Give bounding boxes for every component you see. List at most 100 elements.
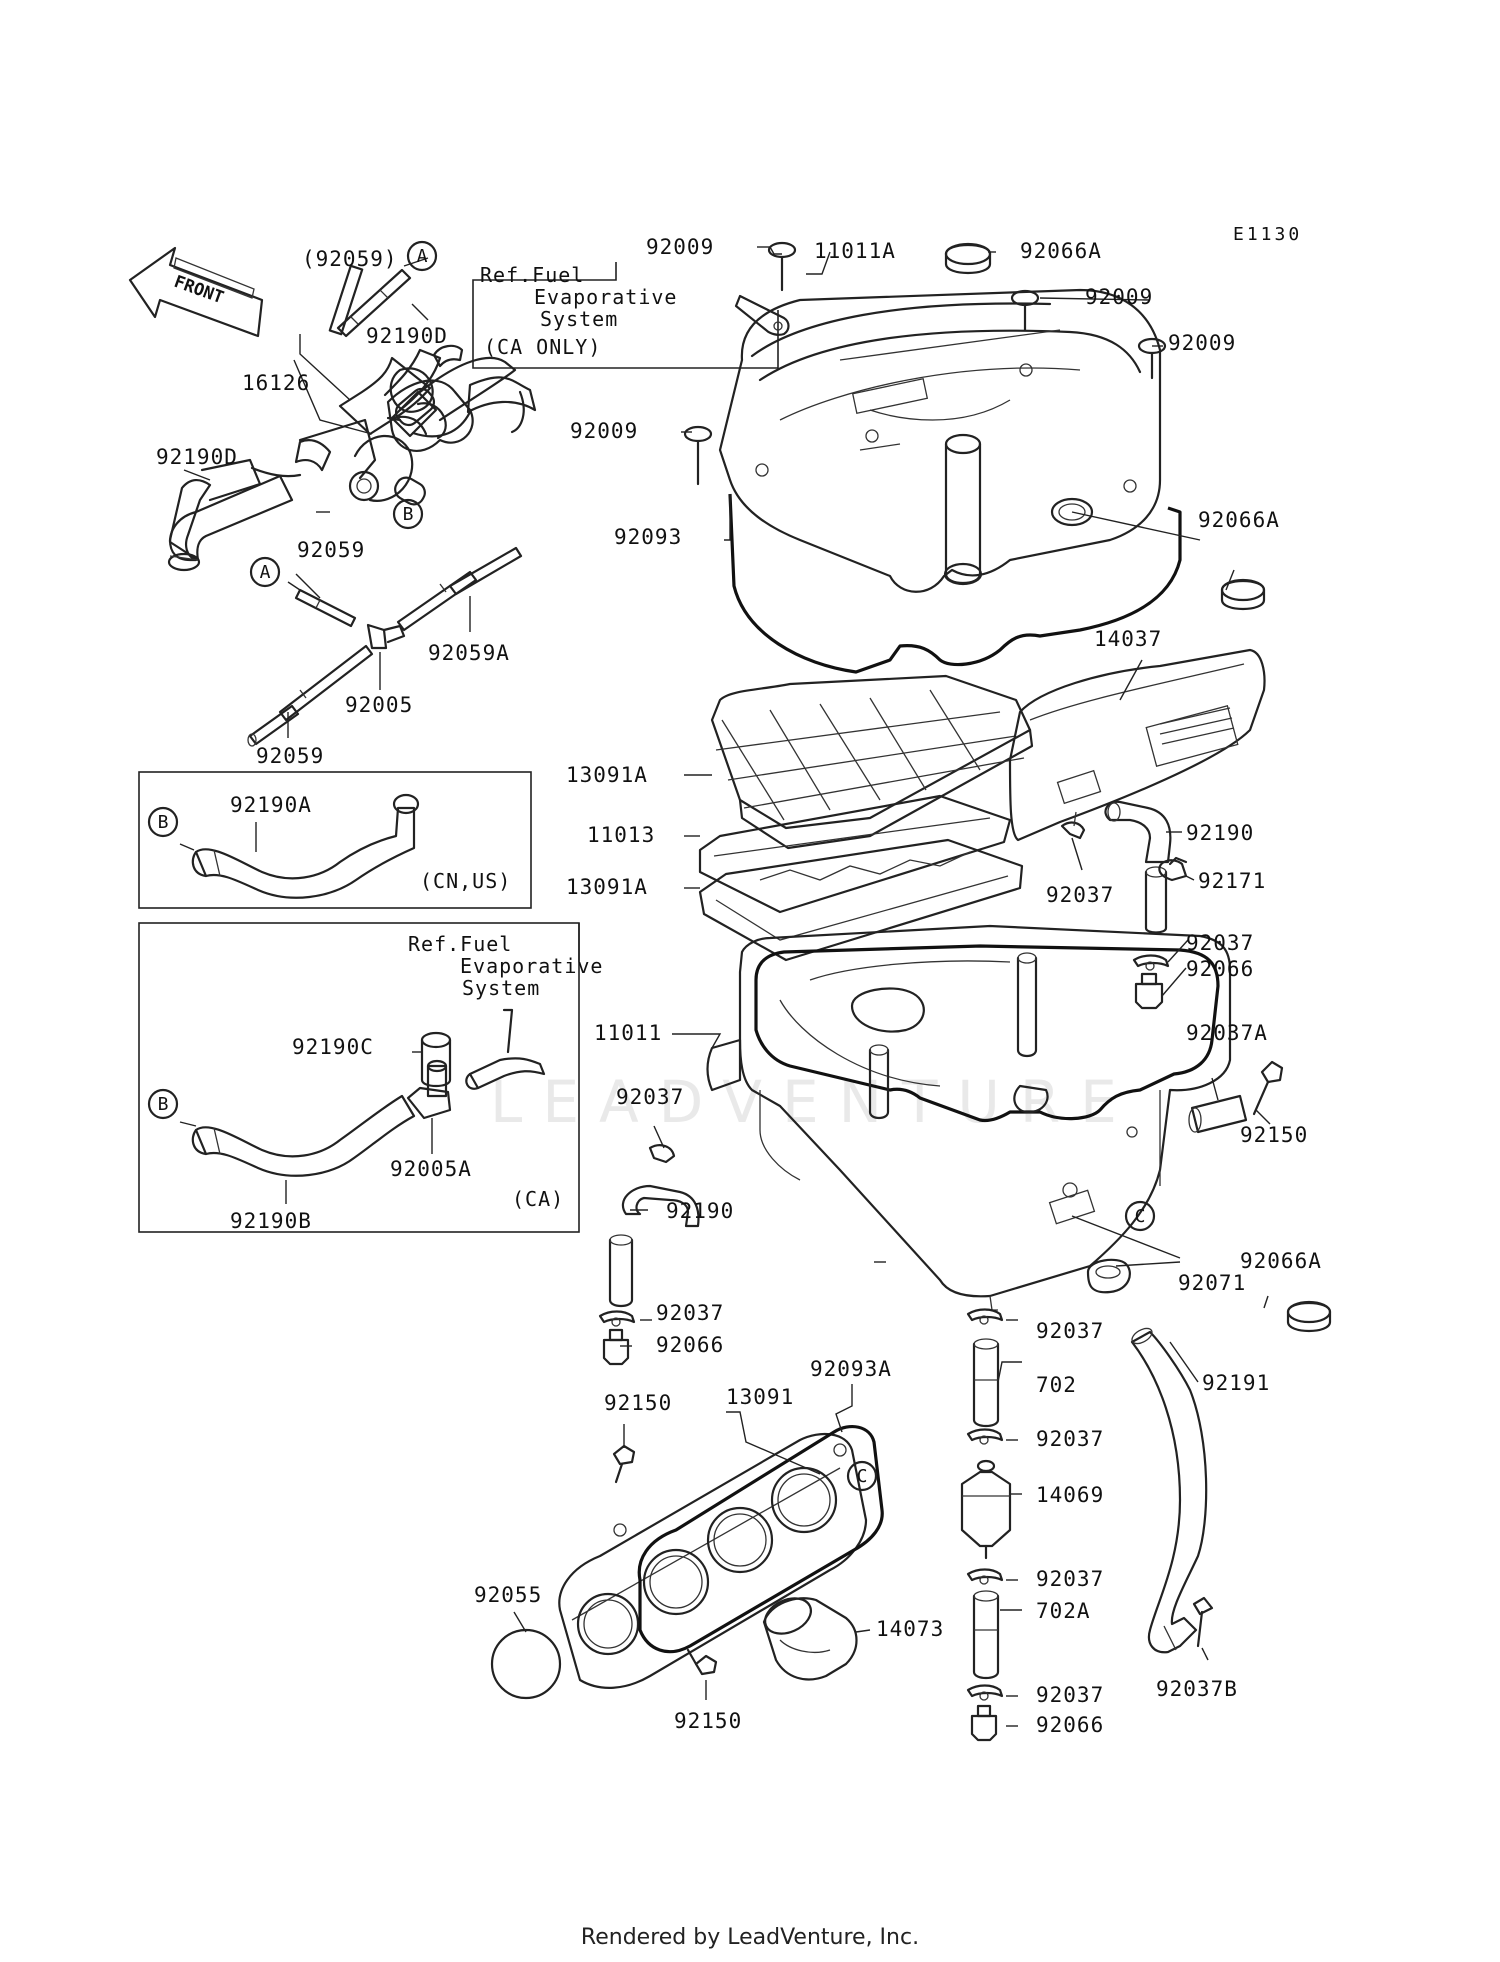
cn-us-option-box [138,771,532,909]
callout-92037: 92037 [1036,1567,1104,1591]
hose-92190d-lower [167,474,294,572]
bolt-92150-lower-b [686,1648,718,1676]
svg-text:B: B [158,1094,169,1115]
air-box-cover-11011a [718,288,1162,593]
screw-92009-right-b [1137,337,1167,380]
callout-92093: 92093 [614,525,682,549]
clamp-92037-c1 [966,1308,1004,1325]
duct-cover-14037 [1008,648,1266,842]
hose-92037a [1188,1094,1248,1134]
callout-92059a: 92059A [428,641,510,665]
callout-92037: 92037 [1046,883,1114,907]
callout-92059-paren: (92059) [302,247,398,271]
marker-b-ca: B [147,1088,179,1120]
svg-text:B: B [158,812,169,833]
callout-16126: 16126 [242,371,310,395]
clip-92037-top-right [1060,811,1086,840]
hose-92190-lower-left [608,1184,700,1308]
callout-92009: 92009 [1085,285,1153,309]
marker-c-airbox: C [1124,1200,1156,1232]
callout-92037: 92037 [616,1085,684,1109]
screw-92009-right-a [1010,289,1040,332]
ca-only-note-box [472,262,779,369]
drain-hose-92191 [1130,1327,1208,1654]
callout-92037: 92037 [1186,931,1254,955]
clip-92037b [1192,1596,1214,1648]
callout-92037: 92037 [656,1301,724,1325]
callout-92059: 92059 [256,744,324,768]
cover-gasket-92093 [728,493,1182,674]
callout-92066: 92066 [1186,957,1254,981]
callout-92037: 92037 [1036,1683,1104,1707]
callout-92037: 92037 [1036,1427,1104,1451]
fitting-92066-l [602,1328,630,1366]
plug-92066a-top [944,242,992,274]
callout-92005a: 92005A [390,1157,472,1181]
svg-text:Evaporative: Evaporative [460,954,603,978]
marker-c-plate: C [846,1460,878,1492]
seal-92055 [490,1628,562,1700]
plate-gasket-92093a [637,1424,884,1654]
callout-92093a: 92093A [810,1357,892,1381]
svg-text:System: System [540,307,618,331]
callout-13091a: 13091A [566,875,648,899]
fitting-92066-r1 [1134,972,1164,1010]
fitting-92066-c [970,1704,998,1742]
clamp-92037-r1 [1132,954,1170,971]
callout-92191: 92191 [1202,1371,1270,1395]
tube-702a [972,1590,1000,1680]
callout-92009: 92009 [570,419,638,443]
air-box-11011 [706,924,1232,1311]
note-ca: (CA) [512,1187,564,1211]
callout-92066a: 92066A [1198,508,1280,532]
svg-text:Evaporative: Evaporative [534,285,677,309]
callout-92037b: 92037B [1156,1677,1238,1701]
fitting-92005a [406,1059,452,1120]
plug-92066a-lower-right [1286,1300,1332,1332]
watermark: LEADVENTURE [490,1068,1137,1136]
callout-92066: 92066 [656,1333,724,1357]
callout-92037: 92037 [1036,1319,1104,1343]
svg-text:System: System [462,976,540,1000]
footer-credit: Rendered by LeadVenture, Inc. [580,1925,920,1950]
screw-92009-top [767,241,797,292]
callout-92150: 92150 [1240,1123,1308,1147]
grommet-92071 [1086,1258,1131,1294]
callout-92009: 92009 [646,235,714,259]
clamp-92037-c3 [966,1568,1004,1585]
note-ca-only: Ref.Fuel Evaporative System (CA ONLY) [480,263,677,359]
callout-92009: 92009 [1168,331,1236,355]
callout-92190d: 92190D [156,445,238,469]
svg-text:B: B [403,504,414,525]
callout-92190: 92190 [1186,821,1254,845]
leader-lines [179,246,1271,1727]
callout-92150: 92150 [604,1391,672,1415]
hose-92190d-upper [338,344,464,438]
element-frame-13091a-lower [698,838,1024,962]
callout-92190b: 92190B [230,1209,312,1233]
callout-92066a: 92066A [1020,239,1102,263]
air-filter-element-11013 [698,794,1012,914]
callout-92037a: 92037A [1186,1021,1268,1045]
svg-text:(CA ONLY): (CA ONLY) [484,335,601,359]
callout-14037: 14037 [1094,627,1162,651]
vacuum-lines-assembly [247,546,523,747]
evap-bracket [734,294,790,336]
hose-92059-upper [336,268,412,338]
plug-92066a-right [1220,578,1266,610]
marker-b-upper: B [392,498,424,530]
callout-92150: 92150 [674,1709,742,1733]
callout-13091a: 13091A [566,763,648,787]
bolt-92150-right [1252,1060,1284,1116]
hose-92190-upper-right [1104,800,1172,934]
funnel-14073 [762,1597,858,1681]
svg-text:C: C [1135,1206,1146,1227]
screw-92009-left [683,425,713,486]
callout-11013: 11013 [587,823,655,847]
diagram-code: E1130 [1233,224,1302,245]
callout-92190c: 92190C [292,1035,374,1059]
bolt-92150-lower-a [612,1444,636,1484]
clamp-92037-l1 [598,1310,636,1327]
evap-hose-ca [465,1008,546,1090]
